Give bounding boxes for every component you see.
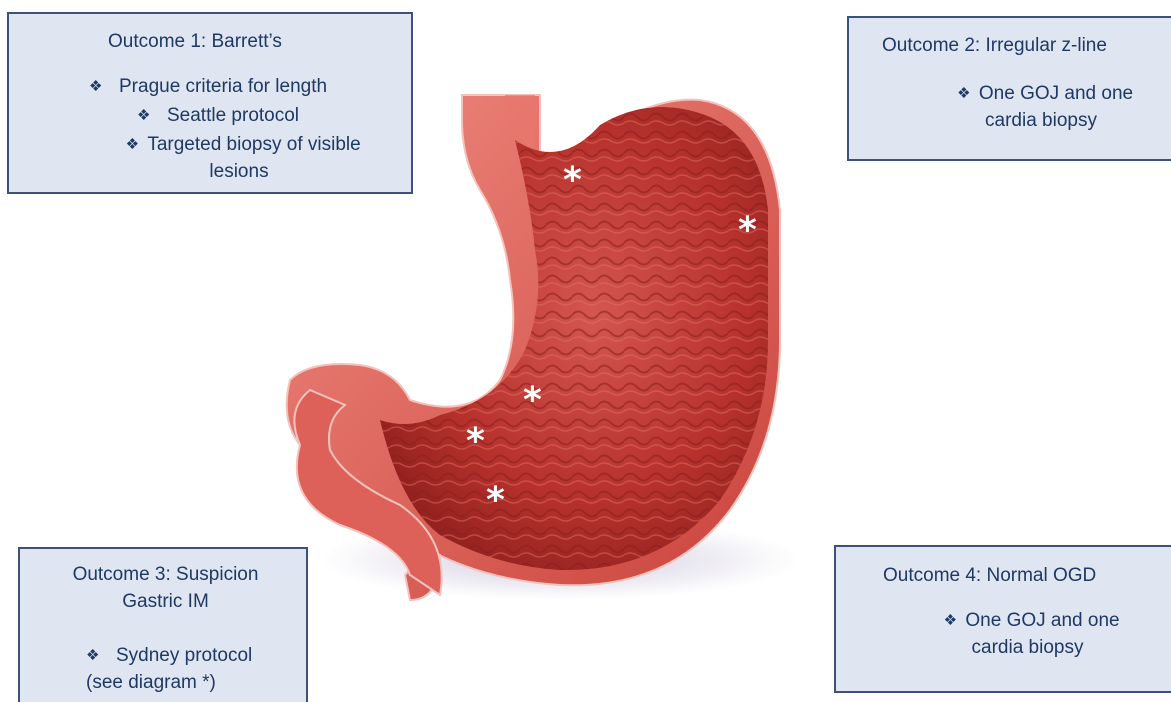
biopsy-marker: *: [523, 380, 542, 421]
outcome-3-title: Outcome 3: Suspicion Gastric IM: [48, 562, 283, 616]
diamond-bullet-icon: ❖: [89, 76, 119, 97]
outcome-1-bullet: ❖Prague criteria for length: [89, 74, 327, 101]
outcome-4-box: Outcome 4: Normal OGD ❖One GOJ and one c…: [834, 545, 1171, 693]
diamond-bullet-icon: ❖: [117, 134, 147, 155]
bullet-text: Targeted biopsy of visible lesions: [147, 134, 360, 182]
diamond-bullet-icon: ❖: [949, 83, 979, 104]
bullet-text: One GOJ and one cardia biopsy: [965, 610, 1119, 658]
biopsy-marker: *: [466, 421, 485, 462]
outcome-1-bullet: ❖Targeted biopsy of visible lesions: [89, 132, 389, 186]
outcome-3-box: Outcome 3: Suspicion Gastric IM ❖Sydney …: [18, 547, 308, 702]
outcome-1-title: Outcome 1: Barrett’s: [108, 29, 282, 56]
bullet-text: One GOJ and one cardia biopsy: [979, 83, 1133, 131]
outcome-2-title: Outcome 2: Irregular z-line: [882, 33, 1107, 60]
outcome-2-bullet: ❖One GOJ and one cardia biopsy: [931, 81, 1151, 135]
bullet-text: Prague criteria for length: [119, 76, 327, 97]
outcome-4-bullet: ❖One GOJ and one cardia biopsy: [920, 608, 1135, 662]
outcome-2-box: Outcome 2: Irregular z-line ❖One GOJ and…: [847, 16, 1171, 161]
diamond-bullet-icon: ❖: [137, 105, 167, 126]
biopsy-marker: *: [486, 480, 505, 521]
outcome-3-bullet: ❖Sydney protocol (see diagram *): [86, 643, 291, 697]
outcome-4-title: Outcome 4: Normal OGD: [883, 563, 1096, 590]
diamond-bullet-icon: ❖: [86, 645, 116, 666]
diamond-bullet-icon: ❖: [935, 610, 965, 631]
bullet-text: Seattle protocol: [167, 105, 299, 126]
biopsy-marker: *: [738, 210, 757, 251]
outcome-1-box: Outcome 1: Barrett’s ❖Prague criteria fo…: [7, 12, 413, 194]
outcome-1-bullet: ❖Seattle protocol: [137, 103, 299, 130]
biopsy-marker: *: [563, 160, 582, 201]
